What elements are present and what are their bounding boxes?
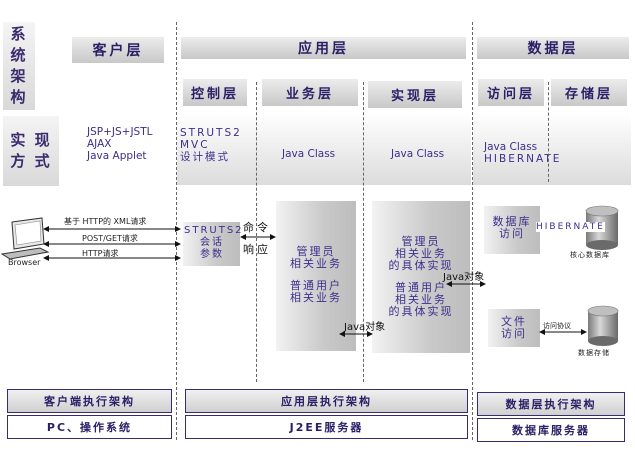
separator-control-business [256, 82, 257, 382]
client-impl-line-1: JSP+JS+JSTL [87, 126, 153, 138]
data-storage-label: 数据存储 [578, 349, 610, 357]
access-impl-line-1: Java Class [484, 141, 538, 153]
struts-line-3: 参数 [200, 249, 224, 260]
impl-line-3: 的具体实现 [388, 259, 454, 272]
business-line-1: 管理员 [296, 245, 336, 258]
db-access-text: 数据库 访问 [484, 216, 540, 240]
business-line-5: 相关业务 [290, 291, 342, 304]
db-access-line-1: 数据库 [492, 215, 532, 228]
access-protocol-label: 访问协议 [543, 322, 571, 330]
access-impl-line-2: HIBERNATE [484, 153, 562, 165]
system-architecture-title: 系 统 架 构 [3, 22, 35, 110]
client-arch-footer: 客户端执行架构 [7, 389, 172, 413]
struts-line-2: 会话 [200, 237, 224, 248]
control-impl-line-1: STRUTS2 [180, 127, 242, 139]
client-impl-tech: JSP+JS+JSTL AJAX Java Applet [87, 126, 177, 162]
client-impl-line-2: AJAX [87, 138, 112, 150]
command-label: 命令 [243, 221, 271, 234]
java-object-label-2: Java对象 [443, 272, 485, 283]
http-request-label: HTTP请求 [82, 249, 119, 258]
file-access-line-1: 文件 [501, 315, 527, 328]
app-env-footer: J2EE服务器 [185, 415, 468, 439]
data-storage-icon [587, 305, 619, 346]
separator-access-storage [548, 82, 549, 182]
impl-line-6: 相关业务 [395, 293, 447, 306]
struts-session-text: STRUTS2 会话 参数 [184, 225, 244, 261]
struts-line-1: STRUTS2 [184, 225, 244, 236]
storage-layer-header: 存储层 [551, 79, 627, 106]
control-impl-line-3: 设计模式 [180, 151, 230, 163]
impl-layer-header: 实现层 [368, 81, 462, 108]
xml-request-label: 基于 HTTP的 XML请求 [64, 217, 147, 226]
impl-line-1: 管理员 [401, 235, 441, 248]
access-impl-tech: Java Class HIBERNATE [484, 141, 574, 165]
browser-label: Browser [8, 258, 41, 267]
db-access-box [484, 206, 540, 254]
file-access-box [488, 309, 540, 347]
control-impl-line-2: MVC [180, 139, 210, 151]
laptop-icon [0, 217, 50, 260]
impl-row-band-data [473, 113, 631, 185]
impl-line-5: 普通用户 [395, 281, 447, 294]
implementation-title: 实 现 方 式 [3, 116, 59, 186]
access-layer-header: 访问层 [478, 79, 544, 106]
business-impl-tech: Java Class [282, 148, 336, 160]
client-layer-header: 客户层 [72, 37, 164, 63]
db-access-line-2: 访问 [499, 227, 525, 240]
business-box-text: 管理员 相关业务 普通用户 相关业务 [276, 246, 356, 304]
client-impl-line-3: Java Applet [87, 150, 147, 162]
file-access-line-2: 访问 [501, 327, 527, 340]
app-layer-header: 应用层 [181, 37, 466, 59]
data-env-footer: 数据库服务器 [477, 418, 625, 442]
separator-business-impl [363, 82, 364, 382]
business-line-4: 普通用户 [290, 279, 342, 292]
business-line-2: 相关业务 [290, 257, 342, 270]
java-object-label-1: Java对象 [344, 322, 386, 333]
impl-line-2: 相关业务 [395, 247, 447, 260]
impl-impl-tech: Java Class [391, 148, 445, 160]
hibernate-label: HIBERNATE [536, 222, 605, 232]
control-layer-header: 控制层 [183, 79, 247, 106]
file-access-text: 文件 访问 [488, 316, 540, 340]
data-arch-footer: 数据层执行架构 [477, 392, 625, 416]
impl-row-band-control [177, 113, 271, 185]
business-layer-header: 业务层 [262, 79, 358, 106]
post-get-label: POST/GET请求 [82, 234, 138, 243]
struts-session-box [183, 222, 240, 266]
impl-line-7: 的具体实现 [388, 305, 454, 318]
impl-row-band-app [271, 113, 471, 185]
impl-box-text: 管理员 相关业务 的具体实现 普通用户 相关业务 的具体实现 [374, 236, 468, 318]
separator-app-data [472, 22, 473, 440]
core-database-label: 核心数据库 [570, 251, 610, 259]
data-layer-header: 数据层 [477, 37, 629, 59]
app-arch-footer: 应用层执行架构 [185, 389, 468, 413]
client-env-footer: PC、操作系统 [7, 415, 172, 439]
business-box [276, 201, 356, 351]
response-label: 响应 [243, 243, 271, 256]
impl-box [372, 201, 470, 353]
control-impl-tech: STRUTS2 MVC 设计模式 [180, 127, 260, 163]
